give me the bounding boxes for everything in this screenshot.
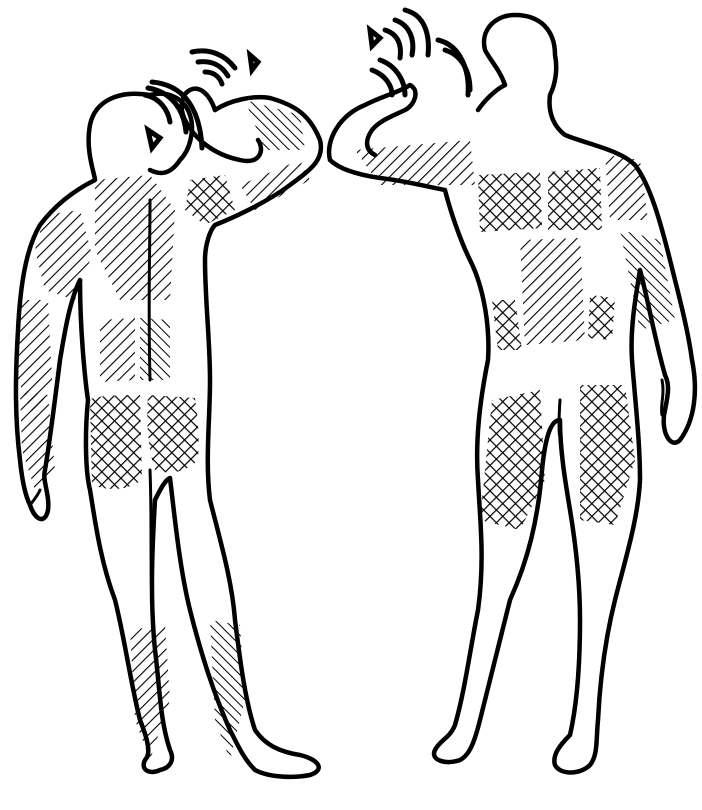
front-chest-crosshatch — [478, 168, 602, 232]
front-hand-detail — [662, 380, 663, 415]
front-head-detail — [478, 85, 505, 110]
front-thigh-crosshatch — [480, 385, 635, 530]
front-abdomen-hatch — [520, 238, 585, 345]
front-motion-marks — [370, 10, 470, 95]
back-inner-arm-line — [30, 490, 40, 505]
front-leg-divider — [559, 400, 560, 435]
back-leg-divider — [150, 470, 152, 600]
back-lower-back-hatch — [100, 318, 170, 382]
front-view-figure — [329, 10, 695, 773]
back-gluteal-crosshatch — [90, 395, 199, 489]
back-spine-line — [149, 200, 150, 380]
back-view-figure — [16, 51, 321, 777]
front-figure-outline — [330, 15, 695, 773]
